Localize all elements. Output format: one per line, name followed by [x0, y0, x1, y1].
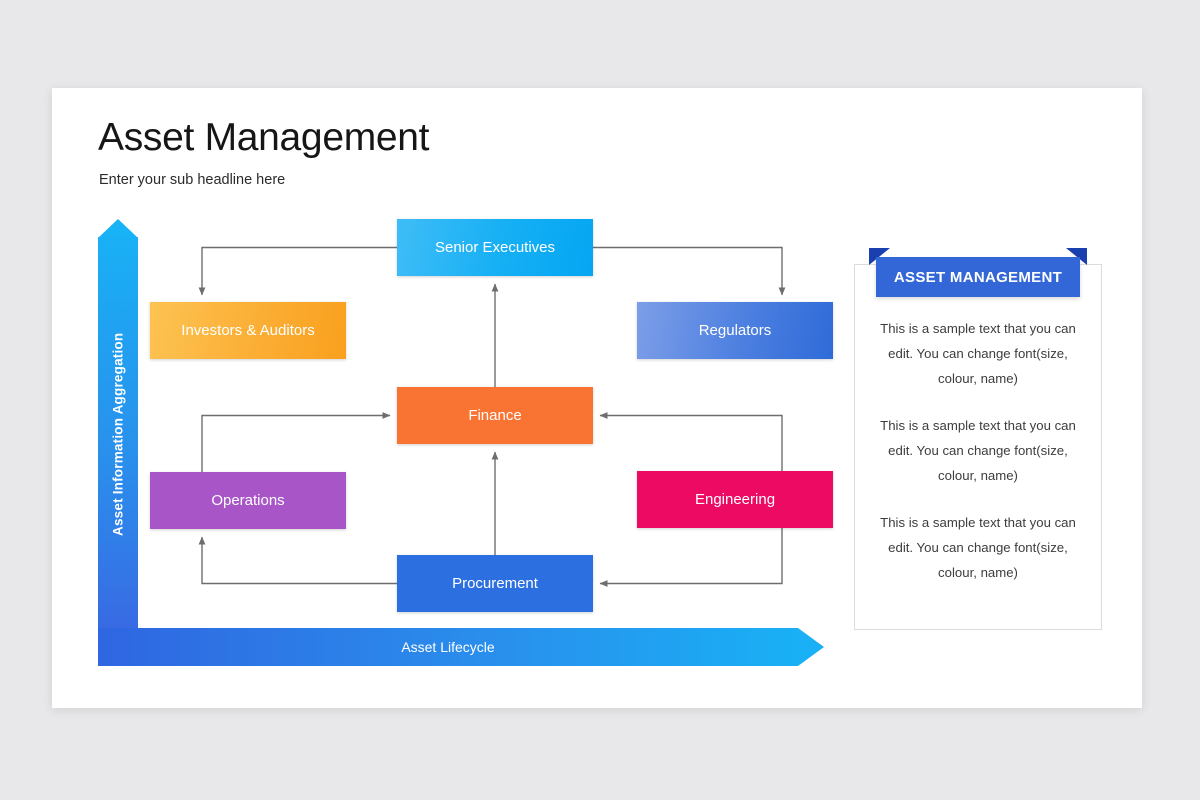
- arrow-shaft: [98, 628, 798, 666]
- info-panel-body: This is a sample text that you can edit.…: [870, 316, 1086, 607]
- connector-lines: [198, 246, 786, 587]
- node-engineering[interactable]: Engineering: [637, 471, 833, 528]
- panel-paragraph: This is a sample text that you can edit.…: [880, 515, 1076, 580]
- asset-lifecycle-label: Asset Lifecycle: [401, 639, 495, 655]
- node-operations[interactable]: Operations: [150, 472, 346, 529]
- asset-information-aggregation-label: Asset Information Aggregation: [110, 332, 126, 536]
- arrow-head-up: [98, 219, 138, 238]
- slide-canvas: Asset Management Enter your sub headline…: [52, 88, 1142, 708]
- page-subtitle: Enter your sub headline here: [99, 172, 286, 188]
- panel-paragraph: This is a sample text that you can edit.…: [880, 321, 1076, 386]
- node-regulators[interactable]: Regulators: [637, 302, 833, 359]
- arrow-shaft: [98, 237, 138, 649]
- asset-lifecycle-arrow: [98, 628, 824, 666]
- node-procurement[interactable]: Procurement: [397, 555, 593, 612]
- panel-paragraph: This is a sample text that you can edit.…: [880, 418, 1076, 483]
- info-panel: [854, 264, 1102, 630]
- node-finance[interactable]: Finance: [397, 387, 593, 444]
- page-title: Asset Management: [98, 116, 430, 159]
- ribbon-title: ASSET MANAGEMENT: [876, 257, 1080, 297]
- node-investors-auditors[interactable]: Investors & Auditors: [150, 302, 346, 359]
- ribbon-banner: ASSET MANAGEMENT: [854, 248, 1102, 297]
- node-senior-executives[interactable]: Senior Executives: [397, 219, 593, 276]
- asset-information-aggregation-arrow: [98, 219, 138, 649]
- arrow-head-right: [798, 628, 824, 666]
- asset-management-diagram: Asset Information Aggregation Asset Life…: [52, 88, 1142, 708]
